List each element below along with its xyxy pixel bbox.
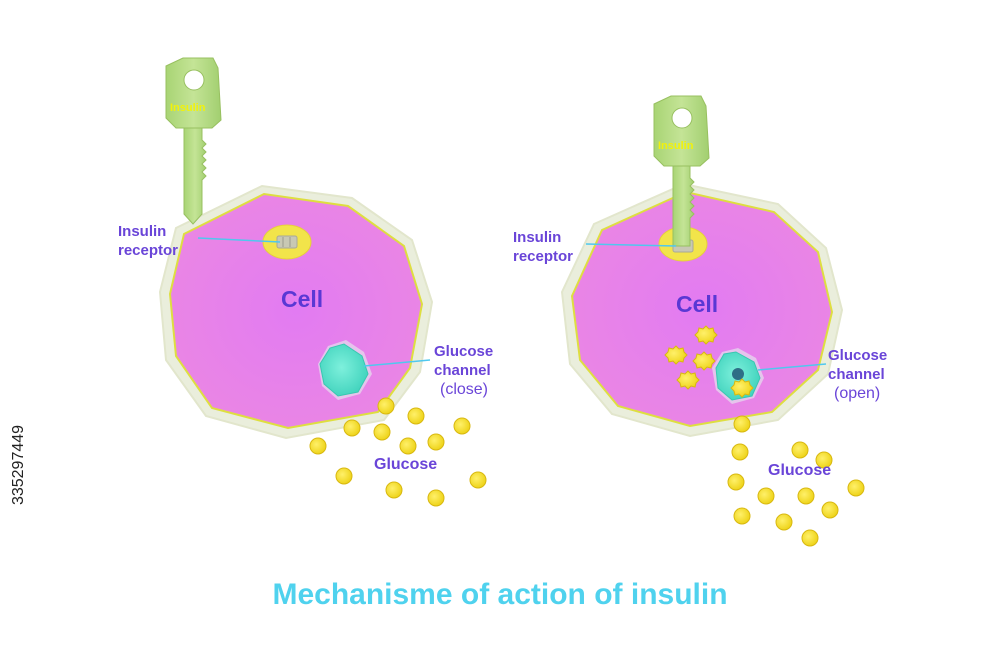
glucose-molecule bbox=[847, 479, 865, 497]
left-glucose-channel-closed bbox=[318, 340, 372, 400]
right-receptor-label-line2: receptor bbox=[513, 248, 574, 265]
right-receptor-label-line1: Insulin bbox=[513, 229, 562, 246]
right-channel-leader-line bbox=[757, 363, 827, 371]
glucose-molecule bbox=[427, 433, 445, 451]
glucose-molecule bbox=[664, 345, 688, 365]
left-key-label: Insulin bbox=[170, 102, 206, 114]
glucose-molecule bbox=[757, 487, 775, 505]
right-key-label: Insulin bbox=[658, 140, 694, 152]
right-glucose-molecules bbox=[727, 415, 865, 547]
right-cell-label: Cell bbox=[676, 291, 719, 317]
glucose-molecule bbox=[427, 489, 445, 507]
right-channel-label: Glucose channel bbox=[828, 346, 887, 384]
left-cell-label: Cell bbox=[281, 286, 324, 312]
glucose-molecule bbox=[791, 441, 809, 459]
right-channel-label-line1: Glucose bbox=[828, 347, 888, 364]
glucose-molecule bbox=[469, 471, 487, 489]
glucose-molecule bbox=[676, 370, 700, 390]
right-receptor-leader-line bbox=[585, 243, 677, 247]
right-channel-state: (open) bbox=[834, 385, 881, 402]
glucose-molecule bbox=[815, 451, 833, 469]
glucose-molecule bbox=[343, 419, 361, 437]
glucose-molecule bbox=[730, 378, 754, 398]
glucose-molecule bbox=[733, 415, 751, 433]
left-receptor-label-line1: Insulin bbox=[118, 223, 167, 240]
glucose-molecule bbox=[692, 351, 716, 371]
diagram-title: Mechanisme of action of insulin bbox=[272, 578, 728, 611]
left-channel-label-line2: channel bbox=[434, 362, 491, 379]
right-internal-glucose bbox=[664, 325, 754, 398]
left-panel bbox=[158, 57, 487, 507]
glucose-molecule bbox=[727, 473, 745, 491]
glucose-molecule bbox=[694, 325, 718, 345]
glucose-molecule bbox=[377, 397, 395, 415]
left-glucose-label: Glucose bbox=[374, 456, 438, 473]
right-receptor-label: Insulin receptor bbox=[513, 228, 573, 266]
glucose-molecule bbox=[407, 407, 425, 425]
left-channel-label: Glucose channel bbox=[434, 342, 493, 380]
right-insulin-key bbox=[653, 95, 710, 247]
glucose-molecule bbox=[801, 529, 819, 547]
left-channel-label-line1: Glucose bbox=[434, 343, 494, 360]
right-cell-body bbox=[570, 190, 834, 428]
stock-id-text: 335297449 bbox=[10, 424, 27, 506]
left-glucose-molecules bbox=[309, 397, 487, 507]
glucose-molecule bbox=[453, 417, 471, 435]
left-channel-state: (close) bbox=[440, 381, 489, 398]
left-receptor-label: Insulin receptor bbox=[118, 222, 178, 260]
glucose-molecule bbox=[775, 513, 793, 531]
left-insulin-receptor bbox=[262, 224, 312, 260]
right-panel bbox=[560, 95, 865, 547]
left-channel-leader-line bbox=[363, 359, 431, 367]
left-receptor-label-line2: receptor bbox=[118, 242, 179, 259]
glucose-molecule bbox=[335, 467, 353, 485]
glucose-molecule bbox=[399, 437, 417, 455]
glucose-molecule bbox=[821, 501, 839, 519]
glucose-molecule bbox=[797, 487, 815, 505]
glucose-molecule bbox=[733, 507, 751, 525]
glucose-molecule bbox=[309, 437, 327, 455]
right-glucose-label: Glucose bbox=[768, 462, 832, 479]
glucose-molecule bbox=[385, 481, 403, 499]
right-channel-label-line2: channel bbox=[828, 366, 885, 383]
glucose-molecule bbox=[373, 423, 391, 441]
left-receptor-leader-line bbox=[197, 237, 281, 243]
left-insulin-key bbox=[165, 57, 222, 225]
glucose-molecule bbox=[731, 443, 749, 461]
